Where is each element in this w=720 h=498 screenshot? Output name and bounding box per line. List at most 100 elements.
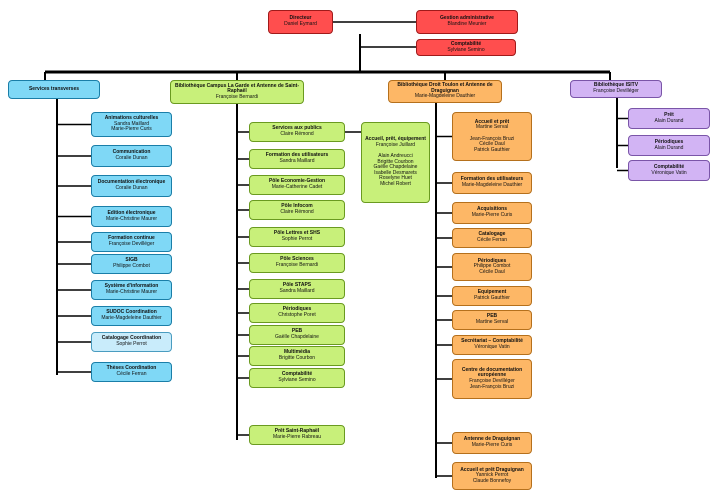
droit-toulon-item-4-person: Cécile Daul bbox=[479, 268, 505, 275]
droit-toulon-item-5-title: Equipement bbox=[477, 289, 507, 296]
lagarde-accueil-box-person: Michel Robert bbox=[380, 181, 411, 188]
services-transverses-item-0-title: Animations culturelles bbox=[104, 115, 159, 122]
droit-toulon-item-0-person: Martine Serval bbox=[475, 124, 509, 131]
services-transverses-item-1-person: Coralie Dunan bbox=[115, 155, 148, 161]
lagarde-item-3-person: Claire Rémond bbox=[280, 209, 314, 215]
lagarde-accueil-box-person: Roselyne Huet bbox=[379, 175, 412, 182]
lagarde-item-7-person: Christophe Poret bbox=[278, 312, 316, 318]
droit-toulon-header: Bibliothèque Droit Toulon et Antenne de … bbox=[388, 80, 502, 103]
lagarde-item-0-title: Services aux publics bbox=[272, 125, 322, 132]
droit-toulon-item-3-person: Cécile Ferran bbox=[476, 237, 507, 243]
gestion-admin-box-person: Blandine Meunier bbox=[447, 21, 487, 27]
services-transverses-item-8-person: Sophie Perrot bbox=[116, 341, 147, 347]
droit-toulon-item-10-person: Claude Bonnefoy bbox=[472, 477, 512, 484]
droit-toulon-item-6-person: Martine Serval bbox=[475, 319, 509, 325]
lagarde-accueil-box-person: Alain Andreucci bbox=[378, 153, 413, 160]
services-transverses-header: Services transverses bbox=[8, 80, 100, 99]
services-transverses-item-6-title: Système d'information bbox=[104, 283, 159, 290]
lagarde-accueil-box-person: Gaëlle Chapdelaine bbox=[373, 164, 418, 171]
services-transverses-item-7-title: SUDOC Coordination bbox=[106, 309, 157, 316]
services-transverses-item-1-title: Communication bbox=[112, 149, 151, 156]
droit-toulon-item-0-person: Cécile Daul bbox=[479, 141, 505, 148]
droit-toulon-item-8-person: Jean-François Bruzi bbox=[469, 383, 515, 390]
droit-toulon-item-7-person: Véronique Vatin bbox=[474, 344, 510, 350]
lagarde-item-7-title: Périodiques bbox=[282, 306, 312, 313]
droit-toulon-item-4-person: Philippe Combot bbox=[473, 263, 511, 270]
droit-toulon-item-1-title: Formation des utilisateurs bbox=[460, 176, 524, 183]
services-transverses-item-9-title: Thèses Coordination bbox=[106, 365, 157, 372]
droit-toulon-item-8-title: Centre de documentation européenne bbox=[461, 366, 523, 379]
services-transverses-item-4-title: Formation continue bbox=[108, 235, 155, 242]
lagarde-item-8-title: PEB bbox=[291, 328, 303, 335]
services-transverses-item-2-person: Coralie Dunan bbox=[115, 185, 148, 191]
lagarde-item-10-person: Sylviane Semino bbox=[278, 377, 316, 383]
services-transverses-item-3-title: Edition électronique bbox=[107, 209, 156, 216]
lagarde-item-0-person: Claire Rémond bbox=[280, 131, 314, 137]
lagarde-header-title: Bibliothèque Campus La Garde et Antenne … bbox=[175, 82, 299, 95]
director-box-title: Directeur bbox=[289, 15, 312, 22]
droit-toulon-item-2-title: Acquisitions bbox=[476, 206, 507, 213]
lagarde-item-2-person: Marie-Catherine Cadet bbox=[271, 184, 323, 190]
isitv-header-title: Bibliothèque ISITV bbox=[593, 82, 639, 89]
services-transverses-item-4-person: Françoise Devilléger bbox=[108, 241, 155, 247]
lagarde-item-1-title: Formation des utilisateurs bbox=[265, 152, 329, 159]
droit-toulon-item-2-person: Marie-Pierre Curis bbox=[471, 212, 513, 218]
lagarde-item-1-person: Sandra Maillard bbox=[279, 158, 315, 164]
services-transverses-item-9-person: Cécile Ferran bbox=[116, 371, 147, 377]
droit-toulon-item-10-title: Accueil et prêt Draguignan bbox=[460, 466, 524, 473]
services-transverses-item-7-person: Marie-Magdeleine Dauthier bbox=[101, 315, 162, 321]
lagarde-accueil-box-person: Françoise Juillard bbox=[375, 141, 416, 148]
isitv-item-0-title: Prêt bbox=[664, 111, 674, 118]
services-transverses-item-5-person: Philippe Combot bbox=[113, 263, 150, 269]
droit-toulon-item-4-title: Périodiques bbox=[477, 257, 507, 264]
droit-toulon-item-3-title: Catalogage bbox=[478, 231, 506, 238]
lagarde-item-6-person: Sandra Maillard bbox=[279, 288, 315, 294]
lagarde-header-person: Françoise Bernardi bbox=[215, 93, 259, 100]
droit-toulon-item-9-title: Antenne de Draguignan bbox=[463, 436, 521, 443]
droit-toulon-item-8-person: Françoise Devilléger bbox=[469, 378, 515, 384]
lagarde-item-5-title: Pôle Sciences bbox=[280, 256, 314, 263]
lagarde-accueil-box-title: Accueil, prêt, équipement bbox=[365, 136, 426, 143]
services-transverses-header-title: Services transverses bbox=[28, 85, 80, 92]
droit-toulon-header-person: Marie-Magdeleine Dauthier bbox=[414, 93, 476, 100]
isitv-item-2-person: Véronique Vatin bbox=[651, 169, 687, 176]
isitv-header-person: Françoise Devilléger bbox=[593, 88, 639, 94]
services-transverses-item-2-title: Documentation électronique bbox=[97, 179, 166, 186]
droit-toulon-item-9-person: Marie-Pierre Curis bbox=[471, 442, 513, 448]
lagarde-item-10-title: Comptabilité bbox=[281, 371, 313, 378]
